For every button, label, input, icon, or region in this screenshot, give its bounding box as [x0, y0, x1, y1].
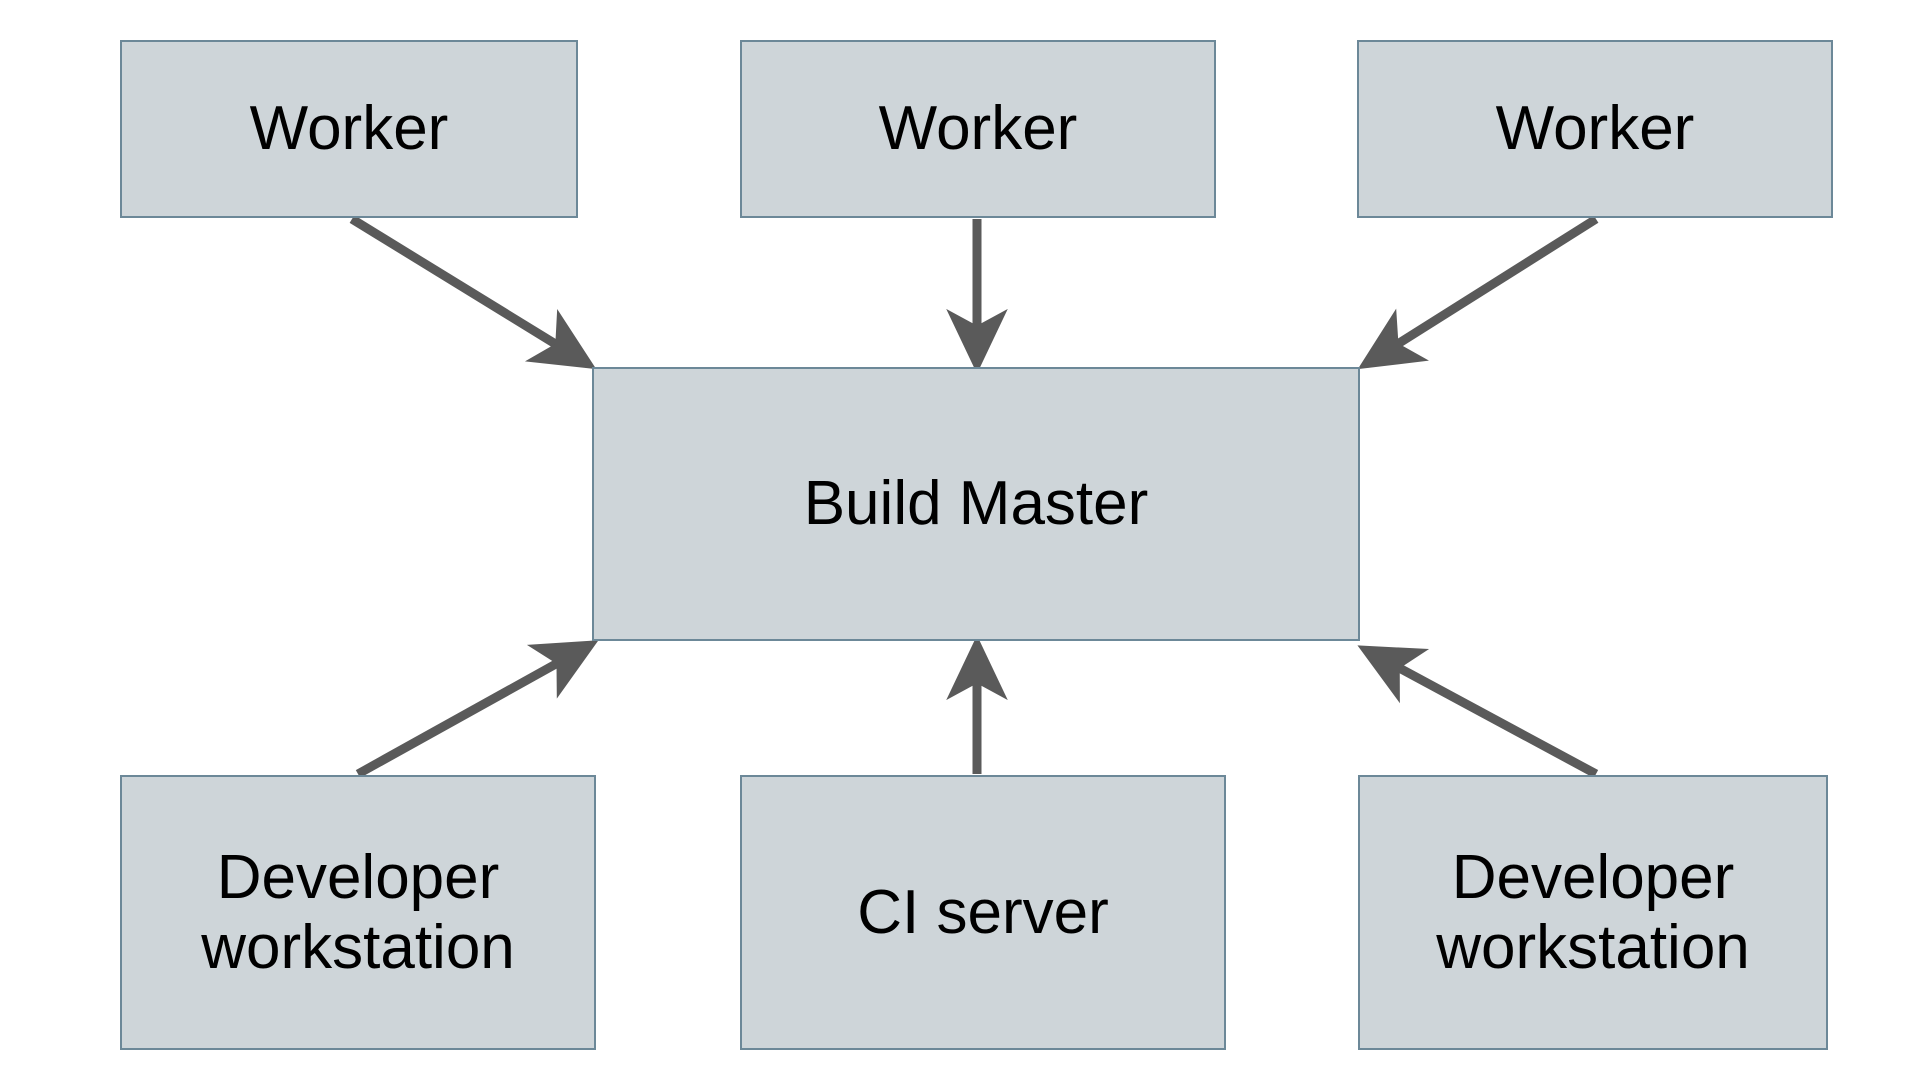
node-ci-server-label: CI server	[857, 877, 1109, 947]
node-build-master-label: Build Master	[803, 469, 1149, 539]
node-developer-workstation-right[interactable]: Developer workstation	[1358, 775, 1828, 1050]
node-worker-right[interactable]: Worker	[1357, 40, 1833, 218]
edge-worker-left-to-master	[349, 215, 597, 370]
node-developer-workstation-right-label: Developer workstation	[1436, 843, 1750, 982]
node-developer-workstation-left-label: Developer workstation	[201, 843, 515, 982]
edge-dev-left-to-master	[355, 640, 599, 778]
node-worker-mid[interactable]: Worker	[740, 40, 1216, 218]
node-worker-left[interactable]: Worker	[120, 40, 578, 218]
edge-worker-right-to-master	[1357, 215, 1599, 370]
node-ci-server[interactable]: CI server	[740, 775, 1226, 1050]
node-developer-workstation-left[interactable]: Developer workstation	[120, 775, 596, 1050]
node-worker-right-label: Worker	[1495, 94, 1695, 164]
node-worker-left-label: Worker	[249, 94, 449, 164]
node-worker-mid-label: Worker	[878, 94, 1078, 164]
edge-dev-right-to-master	[1357, 645, 1599, 778]
node-build-master[interactable]: Build Master	[592, 367, 1360, 641]
